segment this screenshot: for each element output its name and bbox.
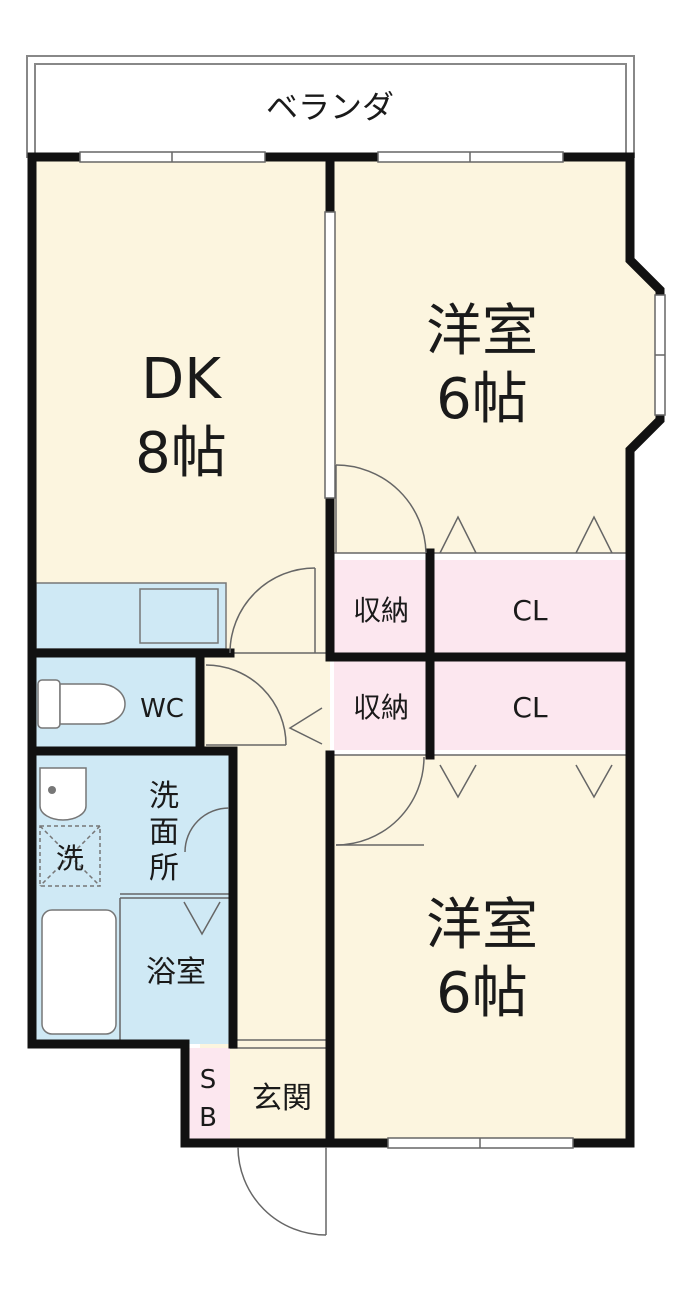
label-shoe-box-s: S [200,1065,217,1095]
fixtures [37,679,126,1035]
label-dk-name: DK [141,347,222,412]
washer-space [39,825,101,887]
window-dk-side [324,211,336,499]
label-washroom-3: 所 [149,851,179,886]
walls [27,152,665,1148]
bathtub-icon [41,909,117,1035]
label-entrance: 玄関 [252,1081,312,1116]
partitions [119,552,626,1049]
entrance-floor [230,1048,330,1143]
label-washer: 洗 [56,842,84,875]
label-washroom-2: 面 [149,815,179,850]
floors [32,161,660,1143]
shoe-box-floor [185,1048,230,1143]
dk-floor [32,161,330,653]
label-washroom-1: 洗 [149,779,179,814]
label-western-bottom-size: 6帖 [436,961,528,1026]
label-shoe-box-b: B [199,1103,217,1133]
label-western-top-name: 洋室 [426,299,538,364]
label-closet-top: CL [512,594,548,627]
label-storage-top: 収納 [353,594,409,627]
wash-basin-icon [39,767,87,821]
storage-bottom-floor [334,660,426,750]
western-top-floor [330,161,660,553]
veranda [26,55,635,158]
labels: ベランダ DK 8帖 洋室 6帖 収納 CL 収納 CL WC 洗 面 所 洗 … [56,88,548,1133]
label-dk-size: 8帖 [135,421,227,486]
windows [79,151,666,1149]
storage-top-floor [334,560,426,653]
toilet-icon [37,679,126,729]
western-bottom-floor [330,755,630,1143]
closet-top-floor [434,560,626,653]
label-western-top-size: 6帖 [436,367,528,432]
sink-icon [139,588,219,644]
closet-bottom-floor [434,660,626,750]
label-closet-bottom: CL [512,691,548,724]
label-western-bottom-name: 洋室 [426,893,538,958]
label-veranda: ベランダ [266,88,394,126]
label-bathroom: 浴室 [146,955,206,990]
doors [183,464,613,1236]
label-toilet: WC [140,694,184,724]
label-storage-bottom: 収納 [353,691,409,724]
